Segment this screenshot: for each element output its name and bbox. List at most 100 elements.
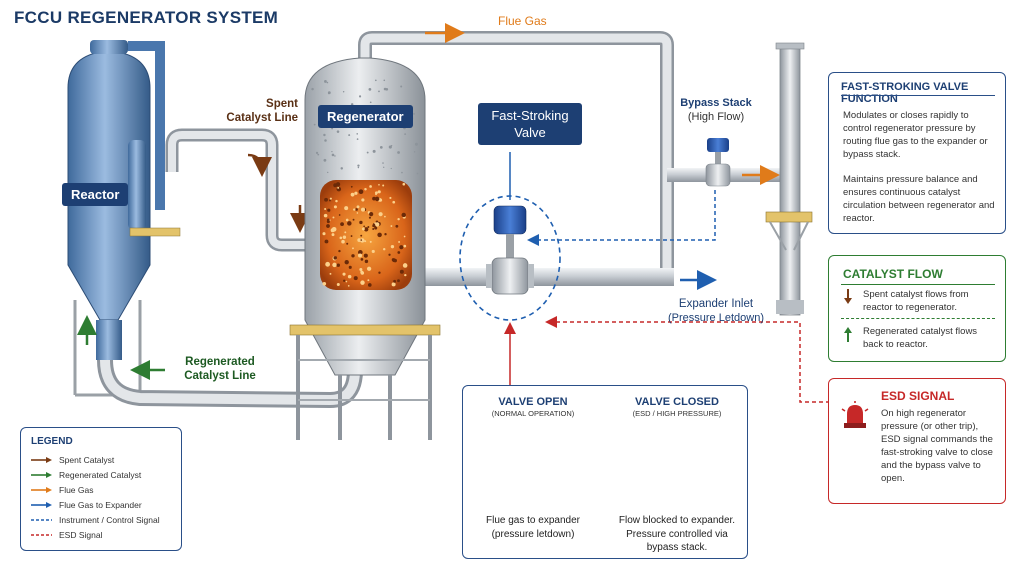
catalyst-particle bbox=[333, 183, 338, 188]
valve-closed-title: VALVE CLOSED bbox=[635, 396, 719, 408]
catalyst-particle bbox=[363, 253, 368, 258]
legend-panel: LEGEND Spent Catalyst Regenerated Cataly… bbox=[20, 427, 182, 551]
legend-item-spent: Spent Catalyst bbox=[31, 452, 160, 467]
freeboard-particle bbox=[383, 166, 385, 169]
bypass-stack bbox=[765, 42, 813, 316]
catalyst-particle bbox=[358, 189, 364, 195]
regenerator-label: Regenerator bbox=[318, 105, 413, 128]
catalyst-bed-particles bbox=[311, 79, 419, 287]
catalyst-particle bbox=[361, 207, 366, 212]
freeboard-particle bbox=[401, 171, 403, 174]
freeboard-particle bbox=[358, 95, 362, 98]
catalyst-particle bbox=[352, 218, 355, 221]
freeboard-particle bbox=[383, 79, 386, 82]
catalyst-particle bbox=[392, 258, 397, 263]
freeboard-particle bbox=[390, 144, 393, 147]
expander-inlet-label: Expander Inlet bbox=[678, 298, 754, 310]
catalyst-particle bbox=[397, 251, 401, 254]
legend-item-regenerated: Regenerated Catalyst bbox=[31, 467, 160, 482]
catalyst-particle bbox=[346, 242, 349, 245]
catalyst-particle bbox=[404, 273, 407, 277]
catalyst-particle bbox=[326, 218, 330, 222]
legend-item-expander: Flue Gas to Expander bbox=[31, 497, 160, 512]
freeboard-particle bbox=[327, 171, 329, 174]
esd-title: ESD SIGNAL bbox=[881, 389, 955, 403]
catalyst-particle bbox=[375, 193, 377, 196]
freeboard-particle bbox=[313, 123, 316, 126]
valve-states-panel: VALVE OPEN (NORMAL OPERATION) Flue gas t… bbox=[462, 385, 748, 559]
catalyst-particle bbox=[364, 188, 367, 191]
legend-label: Regenerated Catalyst bbox=[59, 469, 142, 480]
freeboard-particle bbox=[414, 142, 419, 146]
freeboard-particle bbox=[348, 134, 351, 137]
catalyst-flow-title: CATALYST FLOW bbox=[843, 267, 943, 281]
catalyst-particle bbox=[382, 184, 385, 187]
alarm-beacon-icon bbox=[841, 401, 869, 428]
catalyst-particle bbox=[329, 272, 332, 275]
catalyst-particle bbox=[403, 235, 406, 238]
freeboard-particle bbox=[336, 130, 340, 133]
legend-label: Flue Gas bbox=[59, 484, 94, 495]
legend-label: Spent Catalyst bbox=[59, 454, 115, 465]
catalyst-particle bbox=[384, 215, 386, 218]
catalyst-particle bbox=[367, 226, 370, 228]
catalyst-particle bbox=[331, 233, 335, 237]
valve-open-title: VALVE OPEN bbox=[498, 396, 568, 408]
freeboard-particle bbox=[324, 80, 327, 83]
catalyst-particle bbox=[325, 261, 331, 267]
catalyst-particle bbox=[322, 282, 327, 286]
spent-catalyst-line-label: Spent Catalyst Line bbox=[226, 98, 298, 124]
catalyst-particle bbox=[356, 205, 360, 209]
catalyst-particle bbox=[335, 199, 338, 203]
freeboard-particle bbox=[374, 79, 377, 82]
catalyst-particle bbox=[397, 217, 400, 221]
catalyst-particle bbox=[378, 183, 380, 186]
catalyst-particle bbox=[402, 182, 406, 186]
freeboard-particle bbox=[357, 166, 360, 169]
regenerated-catalyst-line bbox=[77, 315, 363, 409]
catalyst-particle bbox=[344, 206, 349, 211]
catalyst-particle bbox=[360, 239, 363, 241]
catalyst-particle bbox=[389, 196, 392, 200]
catalyst-particle bbox=[356, 212, 359, 214]
freeboard-particle bbox=[356, 138, 359, 140]
legend-item-flue-gas: Flue Gas bbox=[31, 482, 160, 497]
catalyst-particle bbox=[390, 244, 395, 249]
catalyst-particle bbox=[377, 232, 382, 238]
catalyst-particle bbox=[342, 235, 347, 239]
catalyst-particle bbox=[338, 249, 341, 253]
catalyst-flow-panel: CATALYST FLOW Spent catalyst flows from … bbox=[828, 255, 1006, 362]
freeboard-particle bbox=[334, 155, 336, 157]
catalyst-particle bbox=[363, 225, 365, 228]
catalyst-particle bbox=[339, 236, 343, 240]
catalyst-particle bbox=[326, 224, 330, 228]
catalyst-particle bbox=[353, 276, 358, 281]
legend-label: Instrument / Control Signal bbox=[59, 514, 160, 525]
freeboard-particle bbox=[331, 151, 333, 153]
catalyst-particle bbox=[344, 231, 347, 234]
catalyst-particle bbox=[367, 283, 372, 287]
valve-function-title: FAST-STROKING VALVE FUNCTION bbox=[841, 81, 969, 105]
catalyst-particle bbox=[391, 282, 396, 287]
catalyst-particle bbox=[347, 274, 352, 279]
freeboard-particle bbox=[379, 145, 383, 149]
catalyst-particle bbox=[347, 221, 352, 226]
freeboard-particle bbox=[400, 85, 403, 88]
freeboard-particle bbox=[327, 92, 330, 95]
freeboard-particle bbox=[356, 133, 359, 135]
catalyst-particle bbox=[327, 208, 331, 212]
freeboard-particle bbox=[357, 164, 360, 167]
legend-item-control-signal: Instrument / Control Signal bbox=[31, 512, 160, 527]
legend-label: Flue Gas to Expander bbox=[59, 499, 142, 510]
catalyst-particle bbox=[384, 233, 387, 236]
esd-text: On high regenerator pressure (or other t… bbox=[881, 408, 993, 484]
expander-inlet-sublabel: (Pressure Letdown) bbox=[668, 312, 764, 324]
catalyst-particle bbox=[333, 256, 337, 260]
catalyst-particle bbox=[360, 280, 365, 285]
catalyst-particle bbox=[357, 250, 363, 255]
catalyst-particle bbox=[360, 258, 364, 261]
catalyst-particle bbox=[366, 266, 372, 271]
freeboard-particle bbox=[390, 167, 392, 170]
freeboard-particle bbox=[372, 149, 376, 153]
catalyst-particle bbox=[388, 253, 391, 256]
